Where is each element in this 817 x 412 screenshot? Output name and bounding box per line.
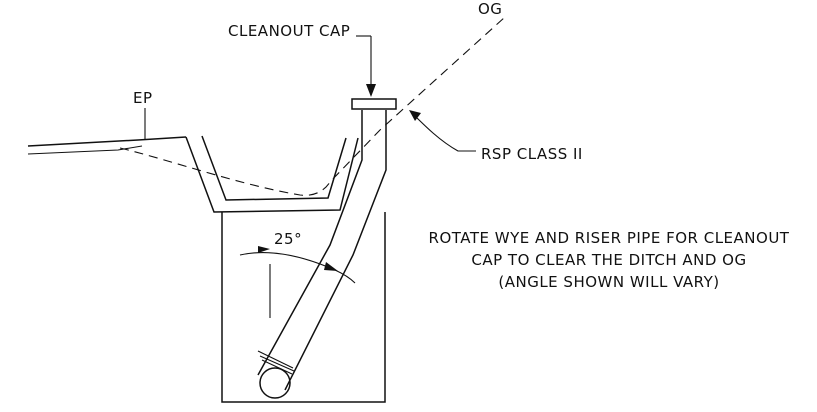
cleanout-cap (351, 98, 397, 110)
ditch-inner (201, 135, 347, 201)
pipe-band-2 (261, 359, 293, 375)
rsp-leader (411, 112, 476, 152)
og-label: OG (478, 0, 502, 18)
angle-arrow-right (324, 262, 338, 271)
trench-outline (221, 212, 386, 403)
pipe-band-3 (259, 355, 295, 372)
note-line-3: (ANGLE SHOWN WILL VARY) (498, 273, 719, 291)
riser-pipe-left (257, 110, 363, 376)
angle-label: 25° (274, 230, 302, 248)
pavement-line-lower (27, 145, 143, 155)
angle-arrow-left (258, 246, 270, 253)
original-ground-line (119, 16, 506, 196)
ditch-outer (185, 136, 359, 213)
riser-pipe-right (284, 110, 387, 391)
note-line-1: ROTATE WYE AND RISER PIPE FOR CLEANOUT (429, 229, 790, 247)
rsp-class-label: RSP CLASS II (481, 145, 583, 163)
cap-leader-arrow (366, 84, 376, 97)
cleanout-cap-label: CLEANOUT CAP (228, 22, 350, 40)
ep-label: EP (133, 89, 153, 107)
angle-arc (239, 252, 356, 284)
note-line-2: CAP TO CLEAR THE DITCH AND OG (471, 251, 746, 269)
pipe-band (257, 350, 294, 369)
rsp-leader-arrow (409, 110, 421, 121)
pavement-line (27, 136, 187, 147)
pipe-end-circle (259, 367, 291, 399)
